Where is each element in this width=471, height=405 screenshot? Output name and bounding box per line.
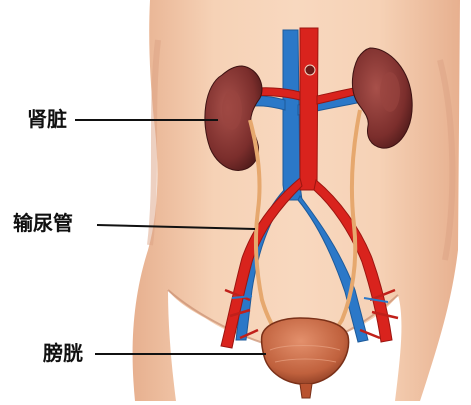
- ureter-label: 输尿管: [13, 213, 73, 233]
- bladder-label: 膀胱: [43, 343, 83, 363]
- kidney-label: 肾脏: [27, 109, 67, 129]
- aorta: [300, 28, 318, 190]
- bladder: [262, 318, 349, 384]
- urethra: [300, 384, 312, 398]
- mesenteric-vessel-dot: [305, 65, 315, 75]
